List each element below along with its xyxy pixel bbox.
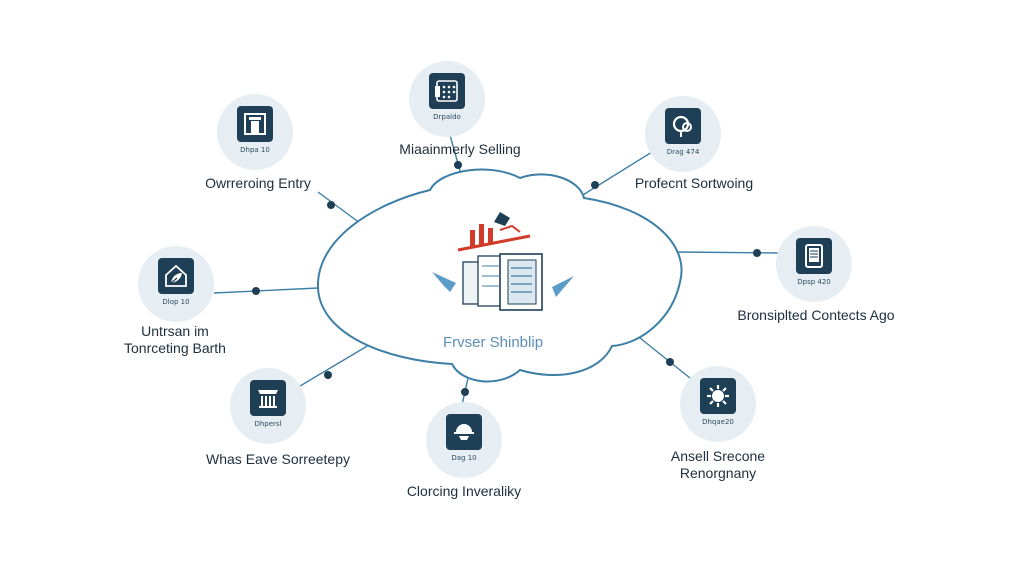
connector-dot-bottom	[461, 388, 469, 396]
node-top[interactable]: Drpaldo	[409, 61, 485, 137]
node-bottom-sub: Dag 10	[451, 454, 477, 462]
connector-dot-bottom-right	[666, 358, 674, 366]
node-top-left-sub: Dhpa 10	[240, 146, 270, 154]
sun-gear-icon	[700, 378, 736, 414]
node-top-right[interactable]: Drag 474	[645, 96, 721, 172]
node-right[interactable]: Dpsp 420	[776, 226, 852, 302]
connector-bottom-left	[289, 341, 375, 393]
node-top-left[interactable]: Dhpa 10	[217, 94, 293, 170]
connector-right	[675, 251, 779, 254]
node-bottom-right-label: Ansell Srecone Renorgnany	[670, 448, 766, 481]
center-label: Frvser Shinblip	[443, 334, 544, 351]
node-right-sub: Dpsp 420	[797, 278, 831, 286]
node-bottom[interactable]: Dag 10	[426, 402, 502, 478]
connector-dot-top-left	[327, 201, 335, 209]
node-bottom-right[interactable]: Dhqae20	[680, 366, 756, 442]
node-top-label: Miaainmerly Selling	[399, 141, 521, 157]
node-right-label: Bronsiplted Contects Ago	[737, 307, 895, 323]
connector-top-right	[577, 151, 653, 199]
connector-left	[213, 287, 319, 294]
connector-bottom-right	[639, 337, 691, 379]
documents-illustration-icon	[432, 212, 574, 311]
node-left[interactable]: Dlop 10	[138, 246, 214, 322]
connector-dot-top-right	[591, 181, 599, 189]
server-rack-icon	[250, 380, 286, 416]
cog-gear-icon	[665, 108, 701, 144]
node-bottom-left[interactable]: Dhpersl	[230, 368, 306, 444]
node-bottom-left-label: Whas Eave Sorreetepy	[206, 451, 350, 467]
node-bottom-label: Clorcing Inveraliky	[406, 483, 522, 499]
house-leaf-icon	[158, 258, 194, 294]
connector-dot-bottom-left	[324, 371, 332, 379]
node-left-label: Untrsan im Tonrceting Barth	[124, 323, 226, 356]
connector-dot-left	[252, 287, 260, 295]
node-top-right-sub: Drag 474	[666, 148, 700, 156]
bowl-dome-icon	[446, 414, 482, 450]
node-top-right-label: Profecnt Sortwoing	[634, 175, 754, 191]
node-bottom-left-sub: Dhpersl	[254, 420, 282, 428]
node-top-sub: Drpaldo	[433, 113, 461, 121]
node-top-left-label: Owrreroing Entry	[205, 175, 311, 191]
connector-dot-top	[454, 161, 462, 169]
tablet-document-icon	[796, 238, 832, 274]
door-frame-icon	[237, 106, 273, 142]
node-bottom-right-sub: Dhqae20	[702, 418, 734, 426]
phone-keypad-icon	[429, 73, 465, 109]
connector-dot-right	[753, 249, 761, 257]
node-left-sub: Dlop 10	[162, 298, 190, 306]
